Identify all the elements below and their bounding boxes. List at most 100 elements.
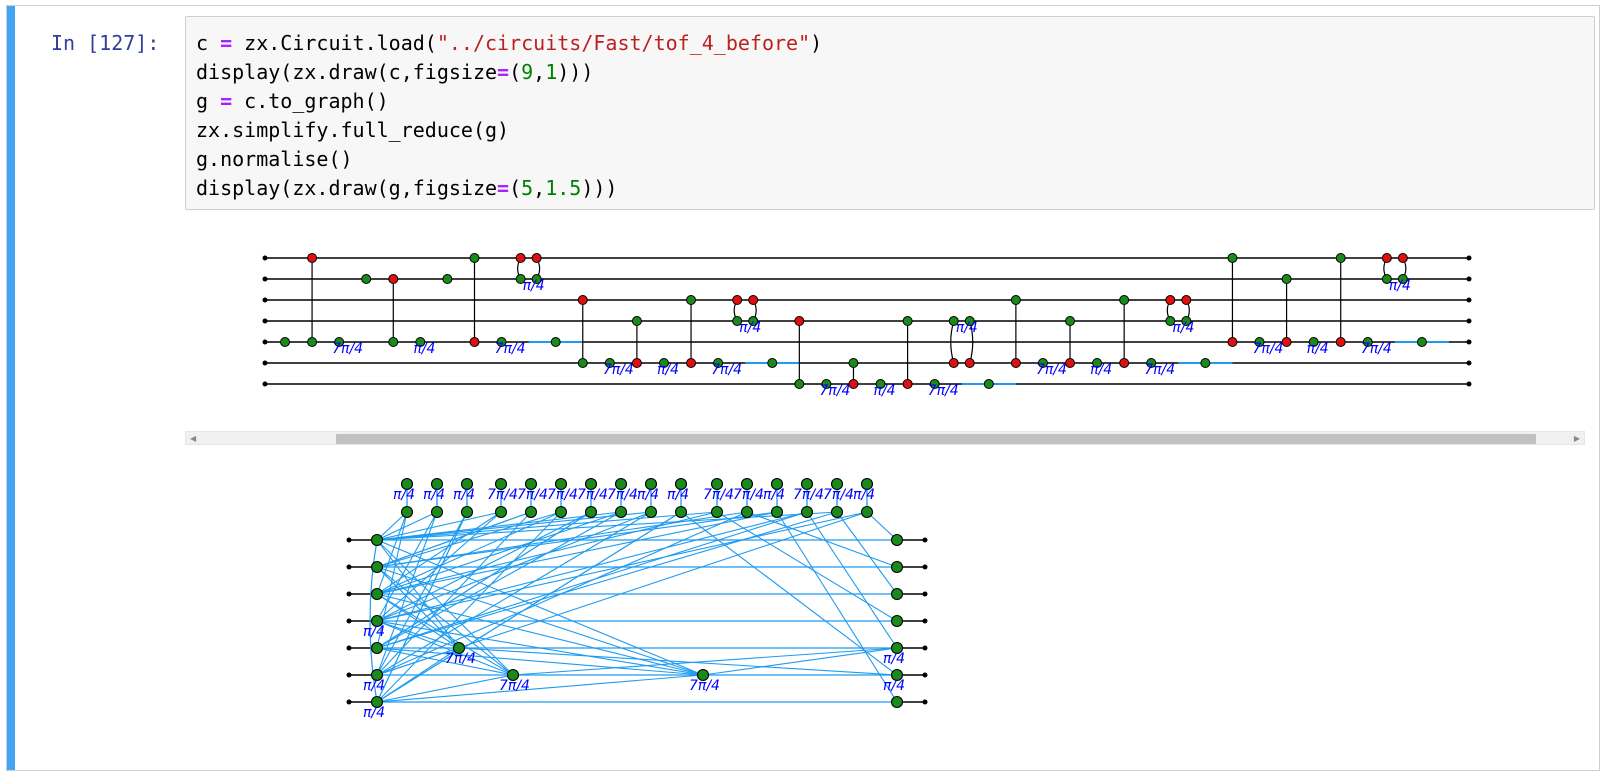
z-spider [1335,253,1346,263]
phase-gadget-spider [860,477,874,491]
z-spider [370,533,384,547]
phase-gadget-spider [710,477,724,491]
z-spider [1281,274,1292,284]
phase-label: π/4 [739,320,761,336]
code-token: ))) [581,176,618,200]
hadamard-edge [376,511,778,595]
hadamard-edge [512,647,898,676]
hadamard-edge [376,674,704,703]
phase-gadget-spider [430,477,444,491]
circuit-nodes [262,253,1472,389]
z-spider [515,274,526,284]
phase-gadget-spider [770,477,784,491]
phase-label: π/4 [883,651,905,667]
hadamard-edge [376,674,514,703]
code-token: "../circuits/Fast/tof_4_before" [436,31,811,55]
gadget-hub-spider [584,505,598,519]
z-spider [696,668,710,682]
z-spider [1200,358,1211,368]
wire-output-dot [1466,381,1472,387]
code-token: c.to_graph() [232,89,389,113]
x-spider [388,274,399,284]
phase-label: 7π/4 [495,341,526,357]
x-spider [1065,358,1076,368]
z-spider [531,274,542,284]
z-spider [334,337,345,347]
phase-label: 7π/4 [607,487,638,503]
wire-output-dot [1466,297,1472,303]
wire-input-dot [262,255,268,261]
phase-label: π/4 [1389,278,1411,294]
code-token: ( [509,176,522,200]
x-spider [686,358,697,368]
phase-label: π/4 [413,341,435,357]
phase-label: 7π/4 [1253,341,1284,357]
wire-input-dot [262,276,268,282]
code-token: zx.simplify.full_reduce(g) [196,118,510,142]
hadamard-edge [376,620,514,676]
phase-label: π/4 [883,678,905,694]
z-spider [452,641,466,655]
gadget-hub-spider [494,505,508,519]
phase-label: π/4 [453,487,475,503]
code-token: , [533,60,546,84]
hadamard-edge [376,511,652,541]
x-spider [1381,253,1392,263]
hadamard-edge [702,647,898,676]
phase-gadget-spider [740,477,754,491]
phase-gadget-spider [674,477,688,491]
code-editor[interactable]: c = zx.Circuit.load("../circuits/Fast/to… [185,16,1595,210]
hadamard-edge [376,511,408,595]
z-spider [370,695,384,709]
code-token: g [196,89,221,113]
z-spider [1254,337,1265,347]
x-spider [307,253,318,263]
z-spider [1416,337,1427,347]
phase-label: 7π/4 [547,487,578,503]
z-spider [1381,274,1392,284]
phase-label: 7π/4 [928,383,959,399]
x-spider [948,358,959,368]
input-boundary-dot [346,537,352,543]
notebook-cell[interactable]: In [127]: c = zx.Circuit.load("../circui… [6,5,1600,771]
phase-label: 7π/4 [823,487,854,503]
phase-label: π/4 [1172,320,1194,336]
z-spider [1119,295,1130,305]
phase-label: 7π/4 [499,678,530,694]
hadamard-edge [376,539,460,649]
hadamard-edge [376,593,460,649]
phase-label: π/4 [423,487,445,503]
code-line: g.normalise() [196,145,1584,174]
z-spider [658,358,669,368]
phase-label: π/4 [1090,362,1112,378]
x-spider [848,379,859,389]
phase-label: π/4 [667,487,689,503]
gadget-hub-spider [554,505,568,519]
z-spider [732,316,743,326]
x-spider [515,253,526,263]
phase-label: 7π/4 [733,487,764,503]
code-token: zx.Circuit.load( [232,31,437,55]
hadamard-edge [458,647,898,676]
graph-nodes [346,477,928,709]
scroll-right-icon[interactable]: ▶ [1573,434,1580,443]
scroll-left-icon[interactable]: ◀ [190,434,197,443]
z-spider [1146,358,1157,368]
z-spider [686,295,697,305]
x-spider [1181,295,1192,305]
z-spider [983,379,994,389]
code-token: = [220,89,233,113]
z-spider [794,379,805,389]
hadamard-edge [376,511,532,568]
horizontal-scrollbar[interactable]: ◀ ▶ [185,431,1585,445]
phase-label: 7π/4 [1036,362,1067,378]
phase-label: 7π/4 [711,362,742,378]
z-spider [1010,295,1021,305]
code-token: ( [509,60,522,84]
z-spider [948,316,959,326]
input-boundary-dot [346,672,352,678]
code-token: 1.5 [545,176,582,200]
scrollbar-thumb[interactable] [336,434,1536,444]
z-spider [1037,358,1048,368]
